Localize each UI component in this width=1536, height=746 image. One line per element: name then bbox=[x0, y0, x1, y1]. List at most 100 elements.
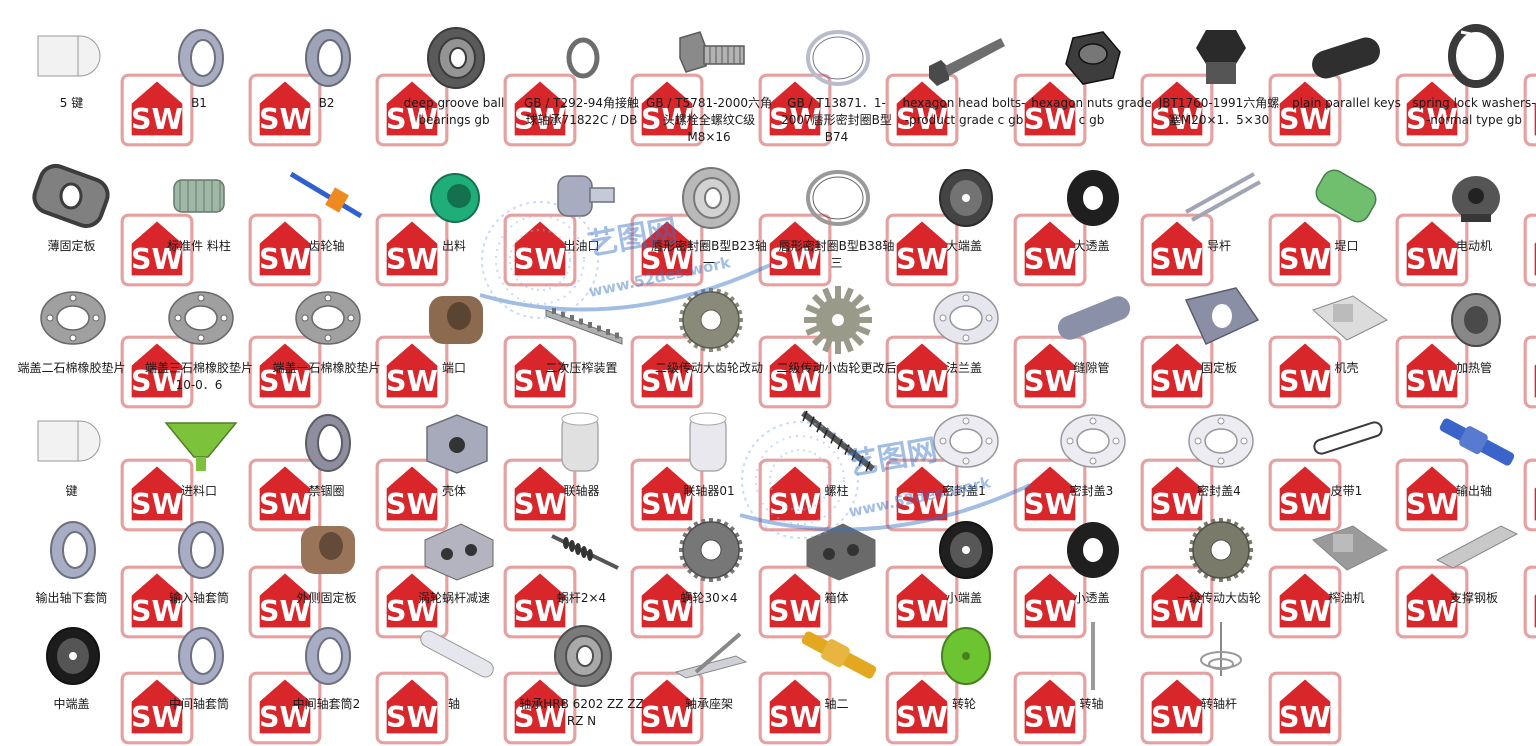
hex-nut-icon bbox=[1048, 18, 1138, 94]
solidworks-badge: SW bbox=[1132, 72, 1156, 96]
solidworks-badge: SW bbox=[1132, 564, 1156, 588]
file-thumbnail: SW bbox=[156, 616, 246, 692]
file-thumbnail: SW bbox=[156, 510, 246, 586]
file-name-label: 支撑钢板 bbox=[1411, 590, 1536, 607]
solidworks-badge: SW bbox=[877, 212, 901, 236]
file-name-label: 转轴杆 bbox=[1156, 696, 1283, 713]
file-item[interactable]: SW支撑钢板 bbox=[1411, 502, 1536, 622]
solidworks-badge: SW bbox=[622, 72, 646, 96]
file-name-label: 密封盖3 bbox=[1028, 483, 1155, 500]
file-name-label: 转轮 bbox=[901, 696, 1028, 713]
seal-ring-icon bbox=[793, 18, 883, 94]
file-thumbnail: SW bbox=[666, 510, 756, 586]
disc-holes-icon bbox=[1176, 403, 1266, 479]
file-name-label: 输出轴 bbox=[1411, 483, 1536, 500]
solidworks-badge: SW bbox=[877, 72, 901, 96]
file-thumbnail: SW bbox=[283, 510, 373, 586]
file-thumbnail: SW bbox=[156, 403, 246, 479]
file-name-label: 蜗杆2×4 bbox=[518, 590, 645, 607]
file-item[interactable]: SWspring lock washers--normal type gb bbox=[1411, 10, 1536, 130]
thin-ring-icon bbox=[538, 18, 628, 94]
file-thumbnail: SW bbox=[666, 616, 756, 692]
solidworks-badge: SW bbox=[750, 564, 774, 588]
cap-open-icon bbox=[1048, 158, 1138, 234]
sleeve-icon bbox=[283, 616, 373, 692]
brown-block-icon bbox=[283, 510, 373, 586]
file-item[interactable]: SW加热管 bbox=[1411, 272, 1536, 392]
file-item[interactable]: SW电动机 bbox=[1411, 150, 1536, 270]
file-name-label: 端盖一石棉橡胶垫片 bbox=[263, 360, 390, 377]
solidworks-badge: SW bbox=[240, 212, 264, 236]
gear-shaft-icon bbox=[283, 158, 373, 234]
file-thumbnail: SW bbox=[1176, 158, 1266, 234]
machine-icon bbox=[1303, 510, 1393, 586]
